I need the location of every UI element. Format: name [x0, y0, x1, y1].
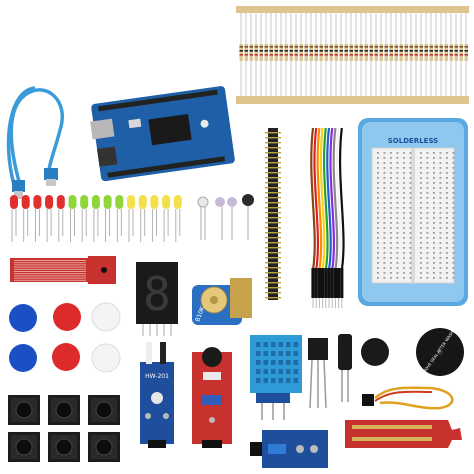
button-caps [9, 302, 121, 373]
breadboard-card-text: SOLDERLESS [388, 137, 438, 145]
resistor-strips [236, 6, 469, 104]
led-row [10, 195, 182, 242]
usb-port [90, 118, 115, 140]
potentiometer: B10K [192, 278, 252, 325]
tactile-switches [8, 395, 120, 462]
microcontroller-chip [148, 113, 192, 146]
sensor-module-blue [250, 430, 328, 468]
jumper-wires [310, 127, 345, 308]
ir-led [197, 196, 209, 208]
ir-module-label: HW-201 [145, 373, 169, 380]
photoresistor-2 [227, 197, 237, 207]
seven-segment-display: 8 [136, 262, 178, 336]
segment-digit: 8 [143, 267, 171, 321]
thermistor [242, 194, 254, 206]
button-cap-blue-2 [9, 344, 37, 372]
button-cap-white-2 [91, 343, 121, 373]
power-jack [97, 146, 118, 167]
button-cap-red-2 [52, 343, 80, 371]
button-cap-blue [9, 304, 37, 332]
sound-sensor-module [192, 347, 232, 448]
passive-buzzer: REMOVE SEAL AFTER WASHING [416, 324, 464, 378]
arduino-board [90, 86, 235, 182]
usb-cable [6, 86, 64, 186]
ir-sensor-module: HW-201 [140, 342, 174, 448]
soil-moisture-sensor [345, 386, 462, 448]
pin-header [265, 128, 281, 300]
active-buzzer [361, 338, 389, 366]
usb-b-plug [44, 168, 58, 180]
usb-a-plug [12, 180, 25, 192]
transistor [308, 338, 328, 409]
tilt-switch [338, 334, 352, 402]
dht11-sensor [250, 335, 302, 420]
button-cap-red [53, 303, 81, 331]
breadboard-card: SOLDERLESS [358, 118, 468, 306]
water-level-sensor [10, 256, 116, 284]
photoresistor [215, 197, 225, 207]
button-cap-white [91, 302, 121, 332]
